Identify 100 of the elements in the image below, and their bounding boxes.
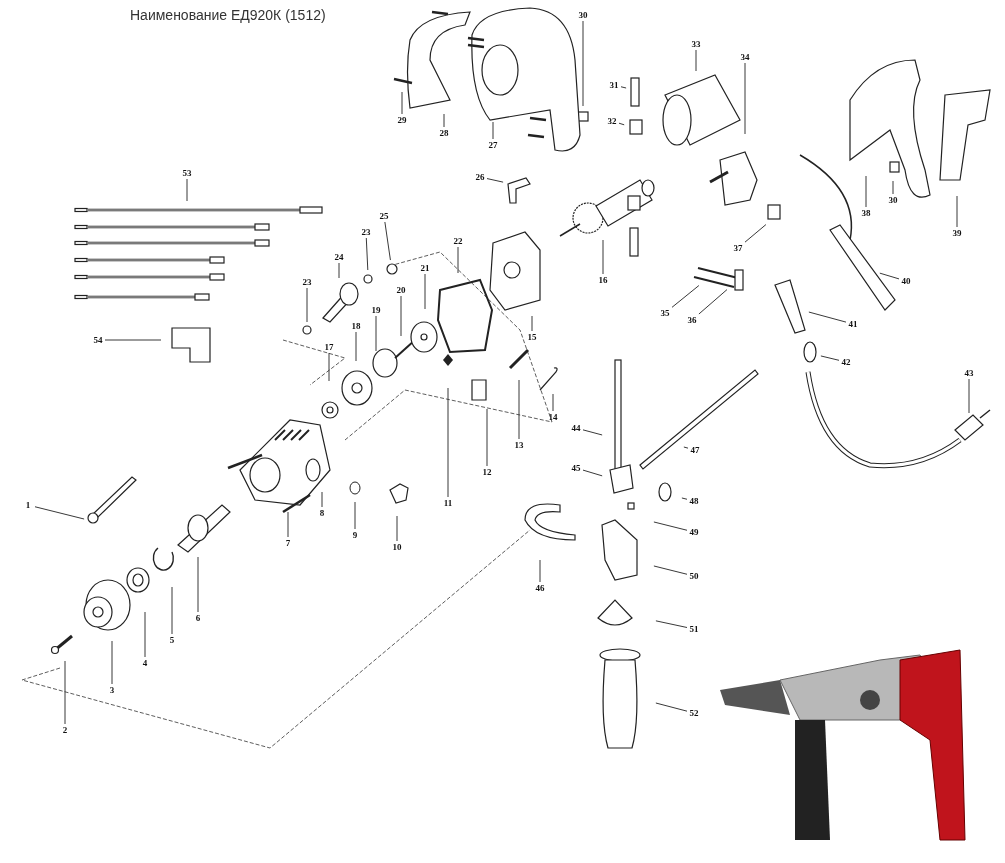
- leader-line: [375, 315, 377, 352]
- leader-line: [820, 355, 840, 361]
- leader-line: [447, 387, 449, 498]
- leader-line: [365, 237, 369, 271]
- callout-number: 19: [370, 305, 382, 315]
- callout-number: 11: [442, 498, 454, 508]
- leader-line: [401, 91, 403, 115]
- callout-number: 51: [688, 624, 700, 634]
- leader-line: [396, 515, 398, 542]
- leader-line: [683, 446, 689, 449]
- callout-number: 4: [141, 658, 149, 668]
- callout-number: 16: [597, 275, 609, 285]
- leader-line: [64, 660, 66, 725]
- callout-number: 38: [860, 208, 872, 218]
- leader-line: [968, 378, 970, 414]
- leader-line: [443, 113, 445, 128]
- callout-number: 35: [659, 308, 671, 318]
- callout-number: 47: [689, 445, 701, 455]
- callout-number: 42: [840, 357, 852, 367]
- leader-line: [582, 429, 603, 436]
- leader-line: [531, 315, 533, 332]
- callout-number: 10: [391, 542, 403, 552]
- callout-number: 3: [108, 685, 116, 695]
- leader-line: [744, 224, 767, 243]
- callout-number: 1: [24, 500, 32, 510]
- callout-number: 8: [318, 508, 326, 518]
- diagram-title: Наименование ЕД920К (1512): [130, 7, 326, 23]
- leader-line: [618, 122, 625, 126]
- leader-line: [144, 611, 146, 658]
- leader-line: [518, 379, 520, 440]
- leader-line: [34, 506, 85, 520]
- callout-number: 28: [438, 128, 450, 138]
- leader-line: [695, 49, 697, 72]
- callout-number: 6: [194, 613, 202, 623]
- callout-number: 34: [739, 52, 751, 62]
- leader-line: [653, 521, 688, 531]
- callout-number: 40: [900, 276, 912, 286]
- leader-line: [287, 511, 289, 538]
- callout-number: 48: [688, 496, 700, 506]
- callout-number: 21: [419, 263, 431, 273]
- callout-number: 27: [487, 140, 499, 150]
- leader-line: [104, 339, 162, 341]
- callout-number: 44: [570, 423, 582, 433]
- callout-number: 17: [323, 342, 335, 352]
- leader-line: [355, 331, 357, 362]
- callout-number: 41: [847, 319, 859, 329]
- callout-number: 33: [690, 39, 702, 49]
- leader-line: [424, 273, 426, 310]
- callout-number: 2: [61, 725, 69, 735]
- callout-number: 30: [887, 195, 899, 205]
- leader-line: [956, 195, 958, 228]
- callout-number: 52: [688, 708, 700, 718]
- leader-line: [539, 559, 541, 583]
- callout-number: 37: [732, 243, 744, 253]
- leader-line: [306, 287, 308, 323]
- leader-line: [865, 175, 867, 208]
- leader-line: [602, 239, 604, 275]
- callout-number: 53: [181, 168, 193, 178]
- leader-line: [582, 20, 584, 107]
- callout-number: 13: [513, 440, 525, 450]
- callout-number: 5: [168, 635, 176, 645]
- leader-line: [486, 408, 488, 467]
- leader-line: [400, 295, 402, 337]
- callout-number: 31: [608, 80, 620, 90]
- callout-number: 30: [577, 10, 589, 20]
- callout-number: 15: [526, 332, 538, 342]
- leader-line: [457, 246, 459, 274]
- callout-number: 39: [951, 228, 963, 238]
- callout-number: 20: [395, 285, 407, 295]
- callout-number: 7: [284, 538, 292, 548]
- callout-number: 46: [534, 583, 546, 593]
- leader-line: [744, 62, 746, 135]
- leader-line: [655, 620, 688, 628]
- callout-number: 24: [333, 252, 345, 262]
- leader-line: [338, 262, 340, 279]
- leader-line: [892, 180, 894, 195]
- leader-line: [321, 491, 323, 508]
- leader-line: [384, 221, 391, 261]
- callout-number: 26: [474, 172, 486, 182]
- leader-line: [620, 86, 627, 89]
- callout-number: 45: [570, 463, 582, 473]
- callout-number: 14: [547, 412, 559, 422]
- callout-number: 29: [396, 115, 408, 125]
- leader-line: [354, 501, 356, 530]
- callout-number: 49: [688, 527, 700, 537]
- callout-number: 43: [963, 368, 975, 378]
- callout-number: 54: [92, 335, 104, 345]
- callout-number: 32: [606, 116, 618, 126]
- leader-line: [197, 556, 199, 613]
- leader-line: [486, 178, 504, 183]
- leader-line: [582, 469, 603, 477]
- leader-line: [171, 586, 173, 635]
- callout-number: 9: [351, 530, 359, 540]
- leader-line: [186, 178, 188, 202]
- leader-line: [698, 289, 728, 315]
- callout-number: 23: [301, 277, 313, 287]
- callout-number: 22: [452, 236, 464, 246]
- leader-line: [655, 702, 688, 712]
- leader-line: [328, 352, 330, 382]
- callout-number: 36: [686, 315, 698, 325]
